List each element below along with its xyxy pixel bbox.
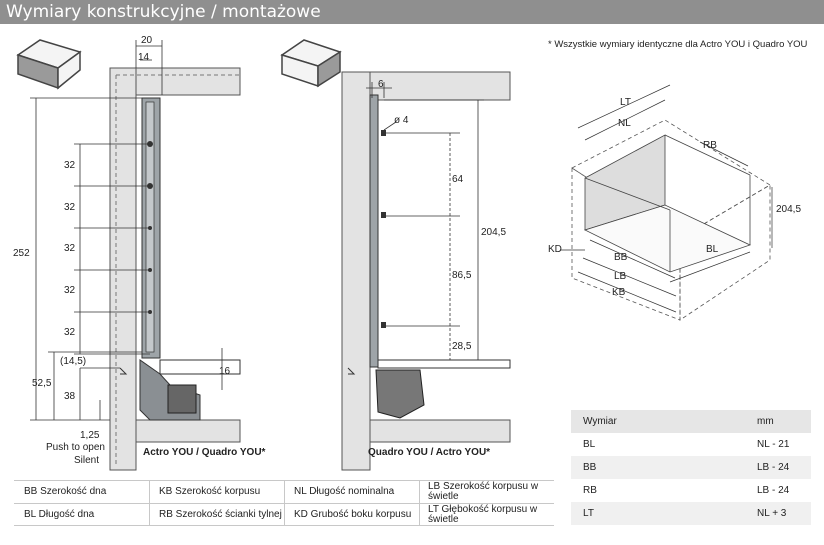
table-row: BB LB - 24: [571, 456, 811, 479]
legend-kb: KB Szerokość korpusu: [159, 486, 261, 497]
note-text: * Wszystkie wymiary identyczne dla Actro…: [548, 39, 808, 50]
left-dim-32-e: 32: [64, 327, 76, 338]
middle-drawer-front: [369, 94, 379, 368]
legend-kd: KD Grubość boku korpusu: [294, 509, 412, 520]
middle-cabinet-top: [369, 71, 511, 101]
iso-label-lb: LB: [614, 271, 627, 282]
left-dim-32-d: 32: [64, 285, 76, 296]
left-dim-32-c: 32: [64, 243, 76, 254]
table-cell-name: RB: [583, 485, 597, 496]
table-row: BL NL - 21: [571, 433, 811, 456]
table-cell-name: BB: [583, 462, 597, 473]
table-row: LT NL + 3: [571, 502, 811, 525]
table-header-dim: Wymiar: [583, 416, 617, 427]
middle-dim-204-5: 204,5: [481, 227, 506, 238]
middle-dim-6: 6: [378, 79, 384, 90]
left-dim-14-5: (14,5): [60, 356, 86, 367]
left-caption: Actro YOU / Quadro YOU*: [143, 447, 266, 458]
left-dim-16: 16: [219, 366, 231, 377]
middle-cabinet-bottom: [369, 419, 511, 443]
table-header-mm: mm: [757, 416, 774, 427]
iso-label-bb: BB: [614, 252, 628, 263]
legend-bb: BB Szerokość dna: [24, 486, 107, 497]
legend-lt: LT Głębokość korpusu w świetle: [428, 504, 538, 525]
middle-runner: [375, 369, 425, 419]
page-title: Wymiary konstrukcyjne / montażowe: [6, 2, 321, 22]
legend-rule-col2: [284, 480, 285, 526]
legend-nl: NL Długość nominalna: [294, 486, 395, 497]
left-drawer-icon: [16, 39, 82, 90]
iso-label-rb: RB: [703, 140, 717, 151]
left-cabinet-bottom: [135, 419, 241, 443]
iso-label-height: 204,5: [776, 204, 801, 215]
legend-lb: LB Szerokość korpusu w świetle: [428, 481, 539, 502]
legend-rule-col3: [419, 480, 420, 526]
table-cell-value: LB - 24: [757, 485, 790, 496]
left-dim-32-a: 32: [64, 160, 76, 171]
iso-label-lt: LT: [620, 97, 631, 108]
middle-caption: Quadro YOU / Actro YOU*: [368, 447, 490, 458]
table-cell-value: NL - 21: [757, 439, 790, 450]
left-dim-252: 252: [13, 248, 30, 259]
push-label: Push to open: [46, 442, 105, 453]
middle-drawer-icon: [280, 39, 342, 88]
left-dim-1-25: 1,25: [80, 430, 100, 441]
left-dim-20: 20: [141, 35, 153, 46]
left-dim-52-5: 52,5: [32, 378, 52, 389]
left-dim-38: 38: [64, 391, 76, 402]
table-cell-value: NL + 3: [757, 508, 787, 519]
legend-rule-col1: [149, 480, 150, 526]
silent-label: Silent: [74, 455, 99, 466]
table-row: RB LB - 24: [571, 479, 811, 502]
legend-table: BB Szerokość dna KB Szerokość korpusu NL…: [14, 480, 554, 526]
middle-cabinet-side: [341, 71, 371, 471]
left-dim-14: 14: [138, 52, 150, 63]
iso-label-kd: KD: [548, 244, 562, 255]
iso-label-bl: BL: [706, 244, 719, 255]
iso-label-kb: KB: [612, 287, 626, 298]
middle-dim-86-5: 86,5: [452, 270, 472, 281]
legend-bl: BL Długość dna: [24, 509, 95, 520]
iso-label-nl: NL: [618, 118, 631, 129]
title-bar: Wymiary konstrukcyjne / montażowe: [0, 0, 824, 24]
left-dim-32-b: 32: [64, 202, 76, 213]
middle-dim-d4: ø 4: [394, 115, 409, 126]
table-cell-name: LT: [583, 508, 594, 519]
legend-rb: RB Szerokość ścianki tylnej: [159, 509, 282, 520]
middle-dim-28-5: 28,5: [452, 341, 472, 352]
table-header: Wymiar mm: [571, 410, 811, 433]
table-cell-value: LB - 24: [757, 462, 790, 473]
left-cabinet-side: [109, 67, 137, 471]
table-cell-name: BL: [583, 439, 596, 450]
middle-dim-64: 64: [452, 174, 464, 185]
